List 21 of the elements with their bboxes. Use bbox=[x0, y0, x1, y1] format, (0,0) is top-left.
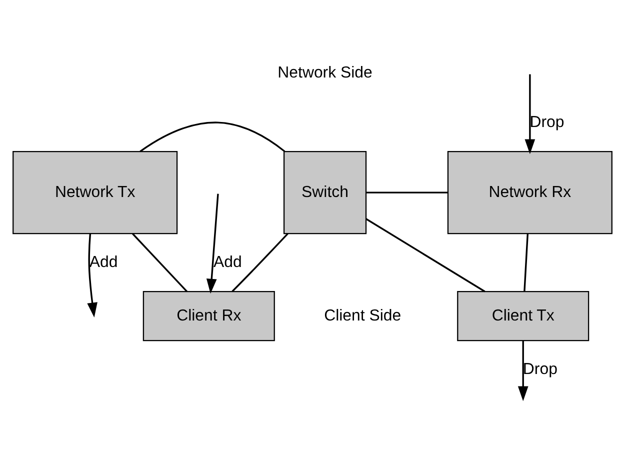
edge-label: Drop bbox=[522, 360, 558, 378]
arrow bbox=[87, 233, 98, 317]
connector bbox=[140, 121, 286, 152]
node-box: Switch bbox=[283, 150, 367, 234]
arrow bbox=[206, 193, 219, 294]
label: Client Side bbox=[324, 306, 402, 324]
node-box: Network Rx bbox=[447, 150, 612, 234]
edge-label: Add bbox=[89, 253, 118, 270]
connector bbox=[132, 232, 188, 292]
connector bbox=[366, 191, 448, 193]
connector bbox=[232, 232, 288, 292]
node-box: Network Tx bbox=[12, 150, 178, 234]
connector bbox=[366, 218, 486, 292]
edge-label: Add bbox=[214, 253, 242, 270]
edge-label: Drop bbox=[530, 113, 564, 130]
arrow bbox=[524, 74, 536, 154]
node-box: Client Tx bbox=[457, 290, 590, 341]
arrow bbox=[518, 340, 528, 401]
connector bbox=[524, 233, 529, 292]
label: Network Side bbox=[278, 64, 372, 81]
node-box: Client Rx bbox=[142, 290, 275, 341]
